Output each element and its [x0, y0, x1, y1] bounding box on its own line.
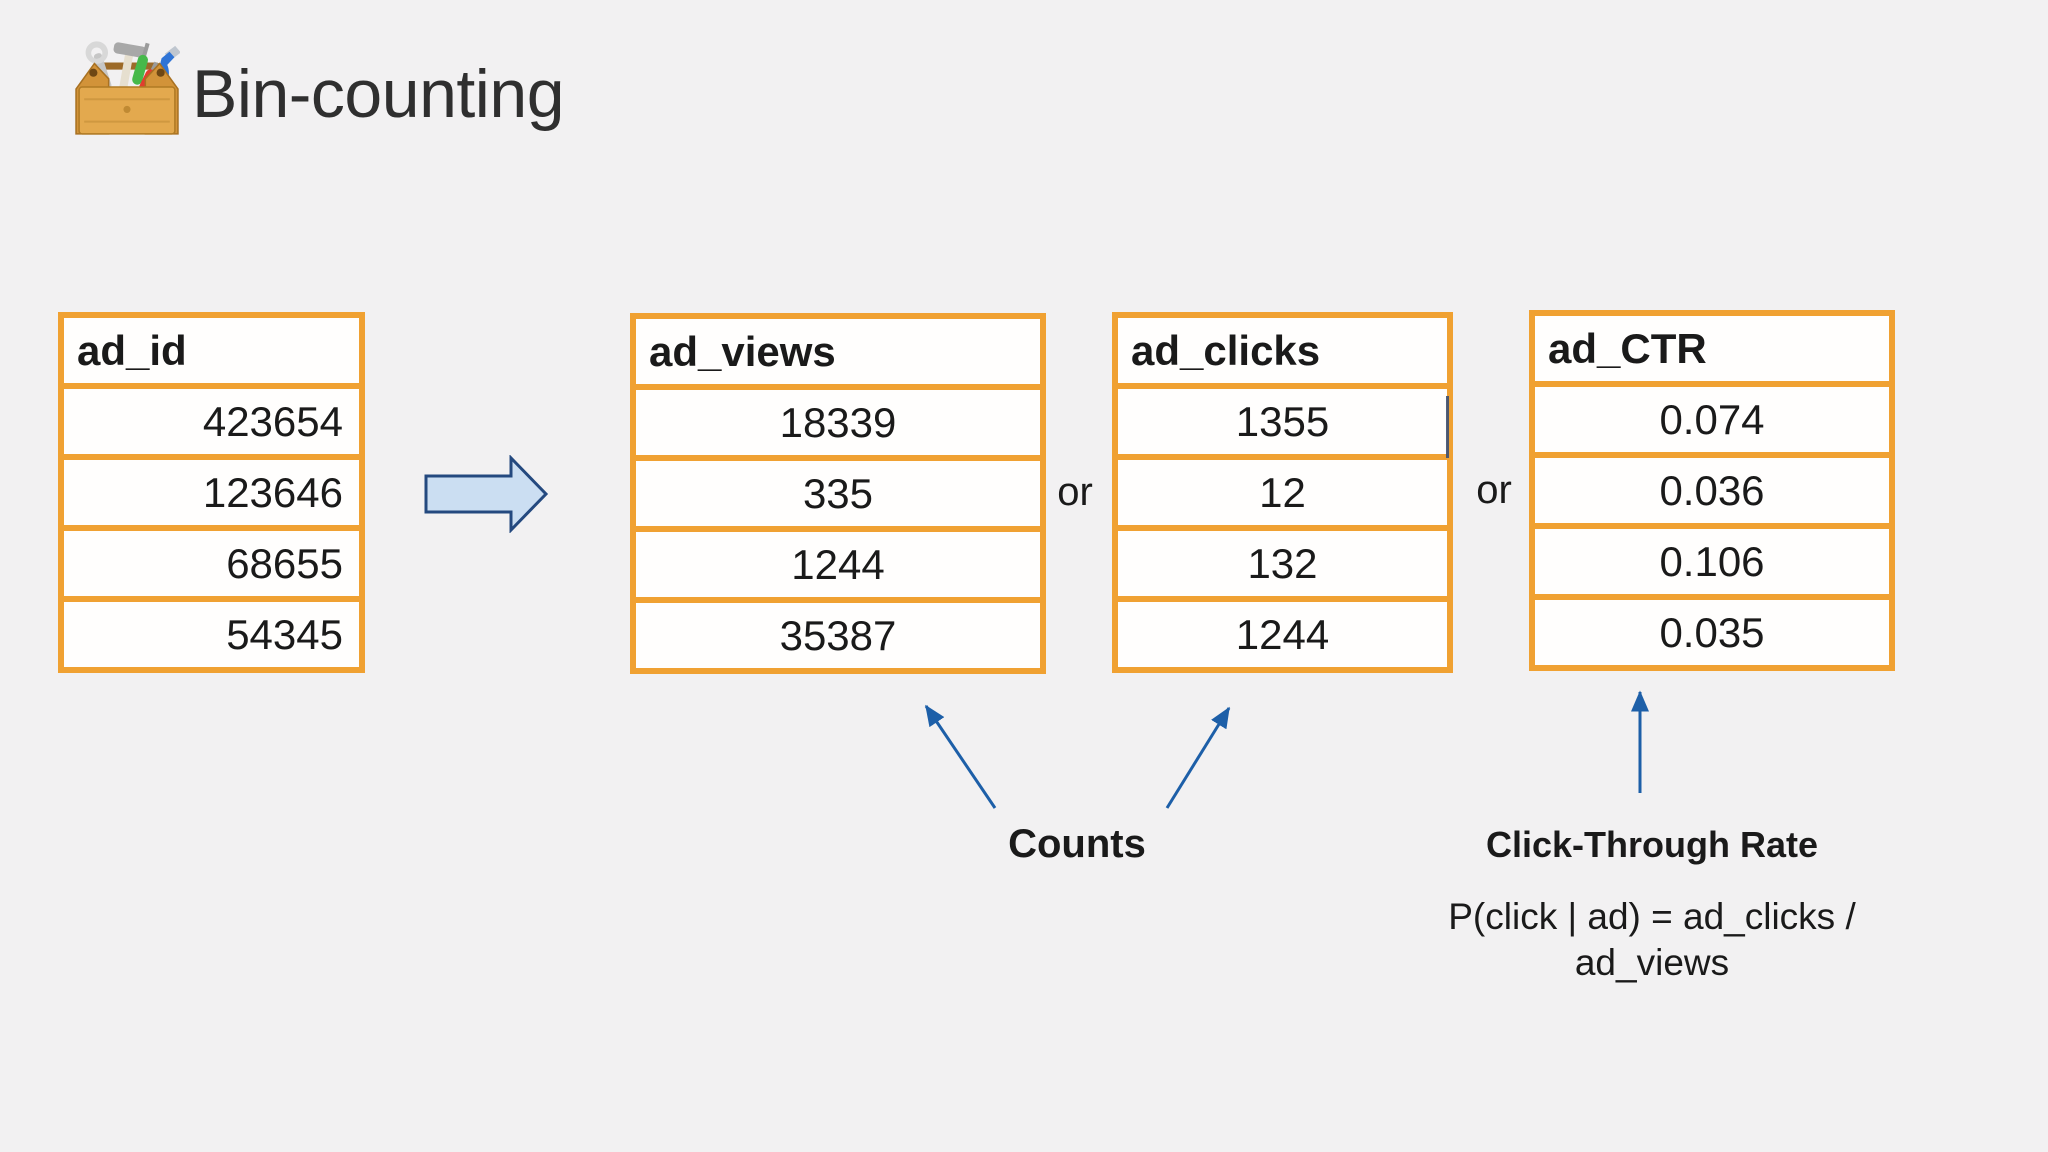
table-cell: 18339: [636, 390, 1040, 455]
arrow-up-right-icon: [1165, 706, 1231, 809]
table-ad-views: ad_views 18339 335 1244 35387: [630, 313, 1046, 674]
table-cell: 123646: [64, 460, 359, 525]
counts-label: Counts: [1008, 822, 1146, 866]
table-cell: 12: [1118, 460, 1447, 525]
toolbox-icon: [75, 41, 180, 135]
or-label-2: or: [1476, 468, 1512, 512]
page-title: Bin-counting: [192, 56, 565, 132]
table-cell: 1244: [636, 532, 1040, 597]
table-ad-id: ad_id 423654 123646 68655 54345: [58, 312, 365, 673]
table-cell: 132: [1118, 531, 1447, 596]
table-ad-ctr: ad_CTR 0.074 0.036 0.106 0.035: [1529, 310, 1895, 671]
ctr-formula: P(click | ad) = ad_clicks / ad_views: [1448, 896, 1856, 983]
table-cell: 1244: [1118, 602, 1447, 667]
text-cursor-artifact: [1446, 396, 1449, 458]
table-cell: 1355: [1118, 389, 1447, 454]
table-cell: 335: [636, 461, 1040, 526]
block-arrow-right-icon: [424, 455, 549, 533]
table-header: ad_id: [64, 318, 359, 383]
table-cell: 0.035: [1535, 600, 1889, 665]
or-label-1: or: [1057, 470, 1093, 514]
arrow-up-left-icon: [924, 704, 997, 809]
table-header: ad_CTR: [1535, 316, 1889, 381]
table-header: ad_views: [636, 319, 1040, 384]
table-cell: 0.074: [1535, 387, 1889, 452]
table-cell: 423654: [64, 389, 359, 454]
table-header: ad_clicks: [1118, 318, 1447, 383]
table-cell: 54345: [64, 602, 359, 667]
table-ad-clicks: ad_clicks 1355 12 132 1244: [1112, 312, 1453, 673]
table-cell: 0.036: [1535, 458, 1889, 523]
click-through-rate-label: Click-Through Rate: [1485, 824, 1818, 865]
table-cell: 35387: [636, 603, 1040, 668]
table-cell: 0.106: [1535, 529, 1889, 594]
table-cell: 68655: [64, 531, 359, 596]
